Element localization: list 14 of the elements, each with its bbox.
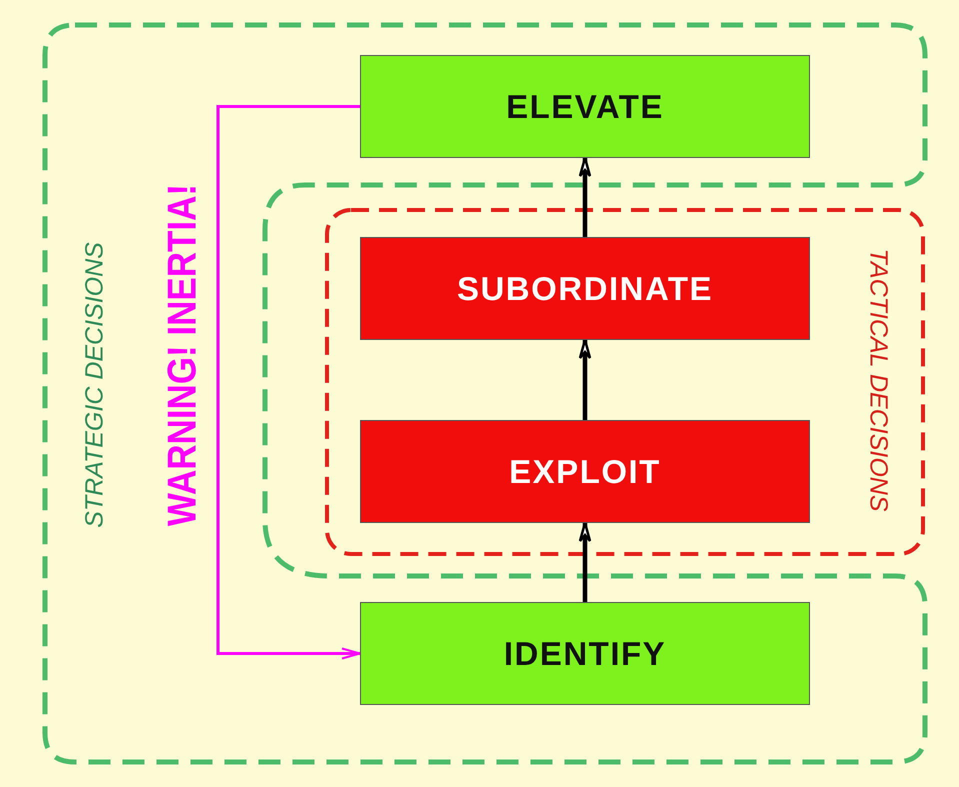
region-title: STRATEGIC DECISIONS xyxy=(80,242,110,528)
step-label: EXPLOIT xyxy=(509,452,661,490)
arrow xyxy=(578,156,592,237)
region-title: TACTICAL DECISIONS xyxy=(864,248,892,512)
process-box xyxy=(360,420,810,523)
step-label: ELEVATE xyxy=(506,88,664,126)
process-box xyxy=(360,55,810,158)
process-box xyxy=(360,602,810,705)
step-label: IDENTIFY xyxy=(504,634,666,672)
arrow xyxy=(216,105,361,660)
arrow xyxy=(578,522,592,602)
step-label: SUBORDINATE xyxy=(456,270,714,308)
arrow xyxy=(578,338,592,420)
process-box xyxy=(360,237,810,340)
